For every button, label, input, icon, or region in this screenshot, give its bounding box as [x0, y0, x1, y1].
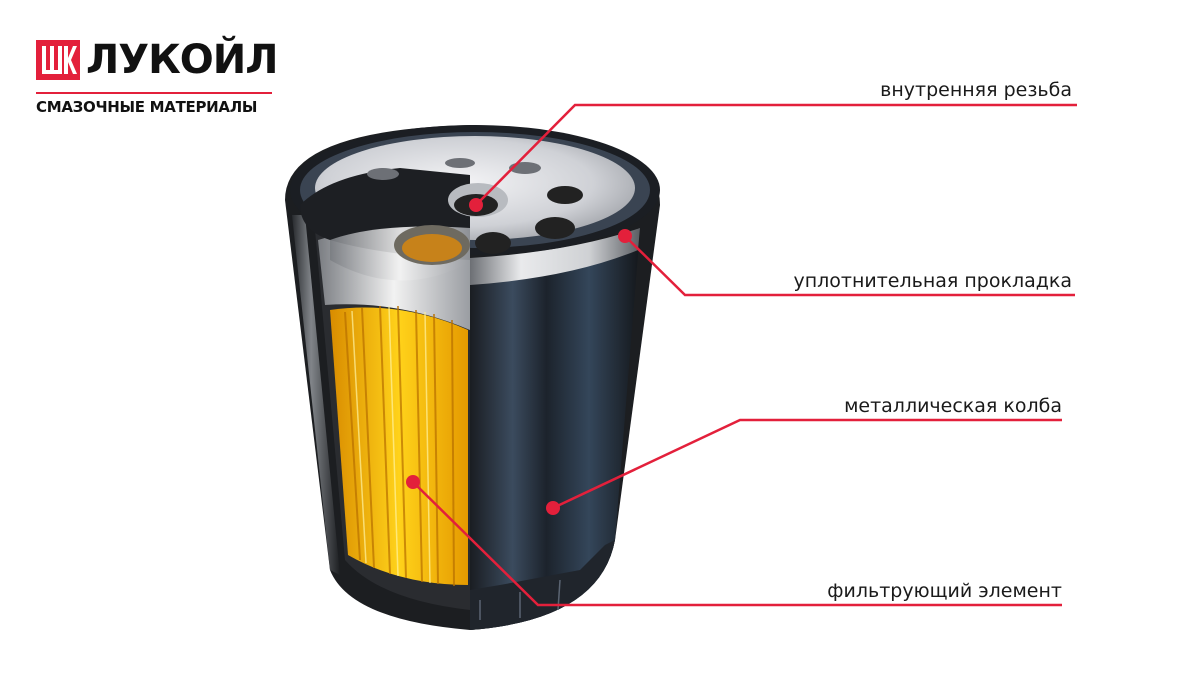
marker-housing	[546, 501, 560, 515]
label-gasket: уплотнительная прокладка	[793, 270, 1072, 292]
lukoil-lk-icon	[36, 40, 80, 80]
brand-logo: ЛУКОЙЛ СМАЗОЧНЫЕ МАТЕРИАЛЫ	[36, 37, 278, 120]
logo-divider	[36, 92, 272, 94]
label-metal-housing: металлическая колба	[844, 395, 1062, 417]
marker-thread	[469, 198, 483, 212]
label-inner-thread: внутренняя резьба	[880, 79, 1072, 101]
leader-lines	[412, 103, 1077, 607]
marker-element	[406, 475, 420, 489]
brand-tagline: СМАЗОЧНЫЕ МАТЕРИАЛЫ	[36, 98, 258, 116]
brand-name: ЛУКОЙЛ	[86, 37, 278, 83]
label-filter-element: фильтрующий элемент	[827, 580, 1062, 602]
marker-gasket	[618, 229, 632, 243]
